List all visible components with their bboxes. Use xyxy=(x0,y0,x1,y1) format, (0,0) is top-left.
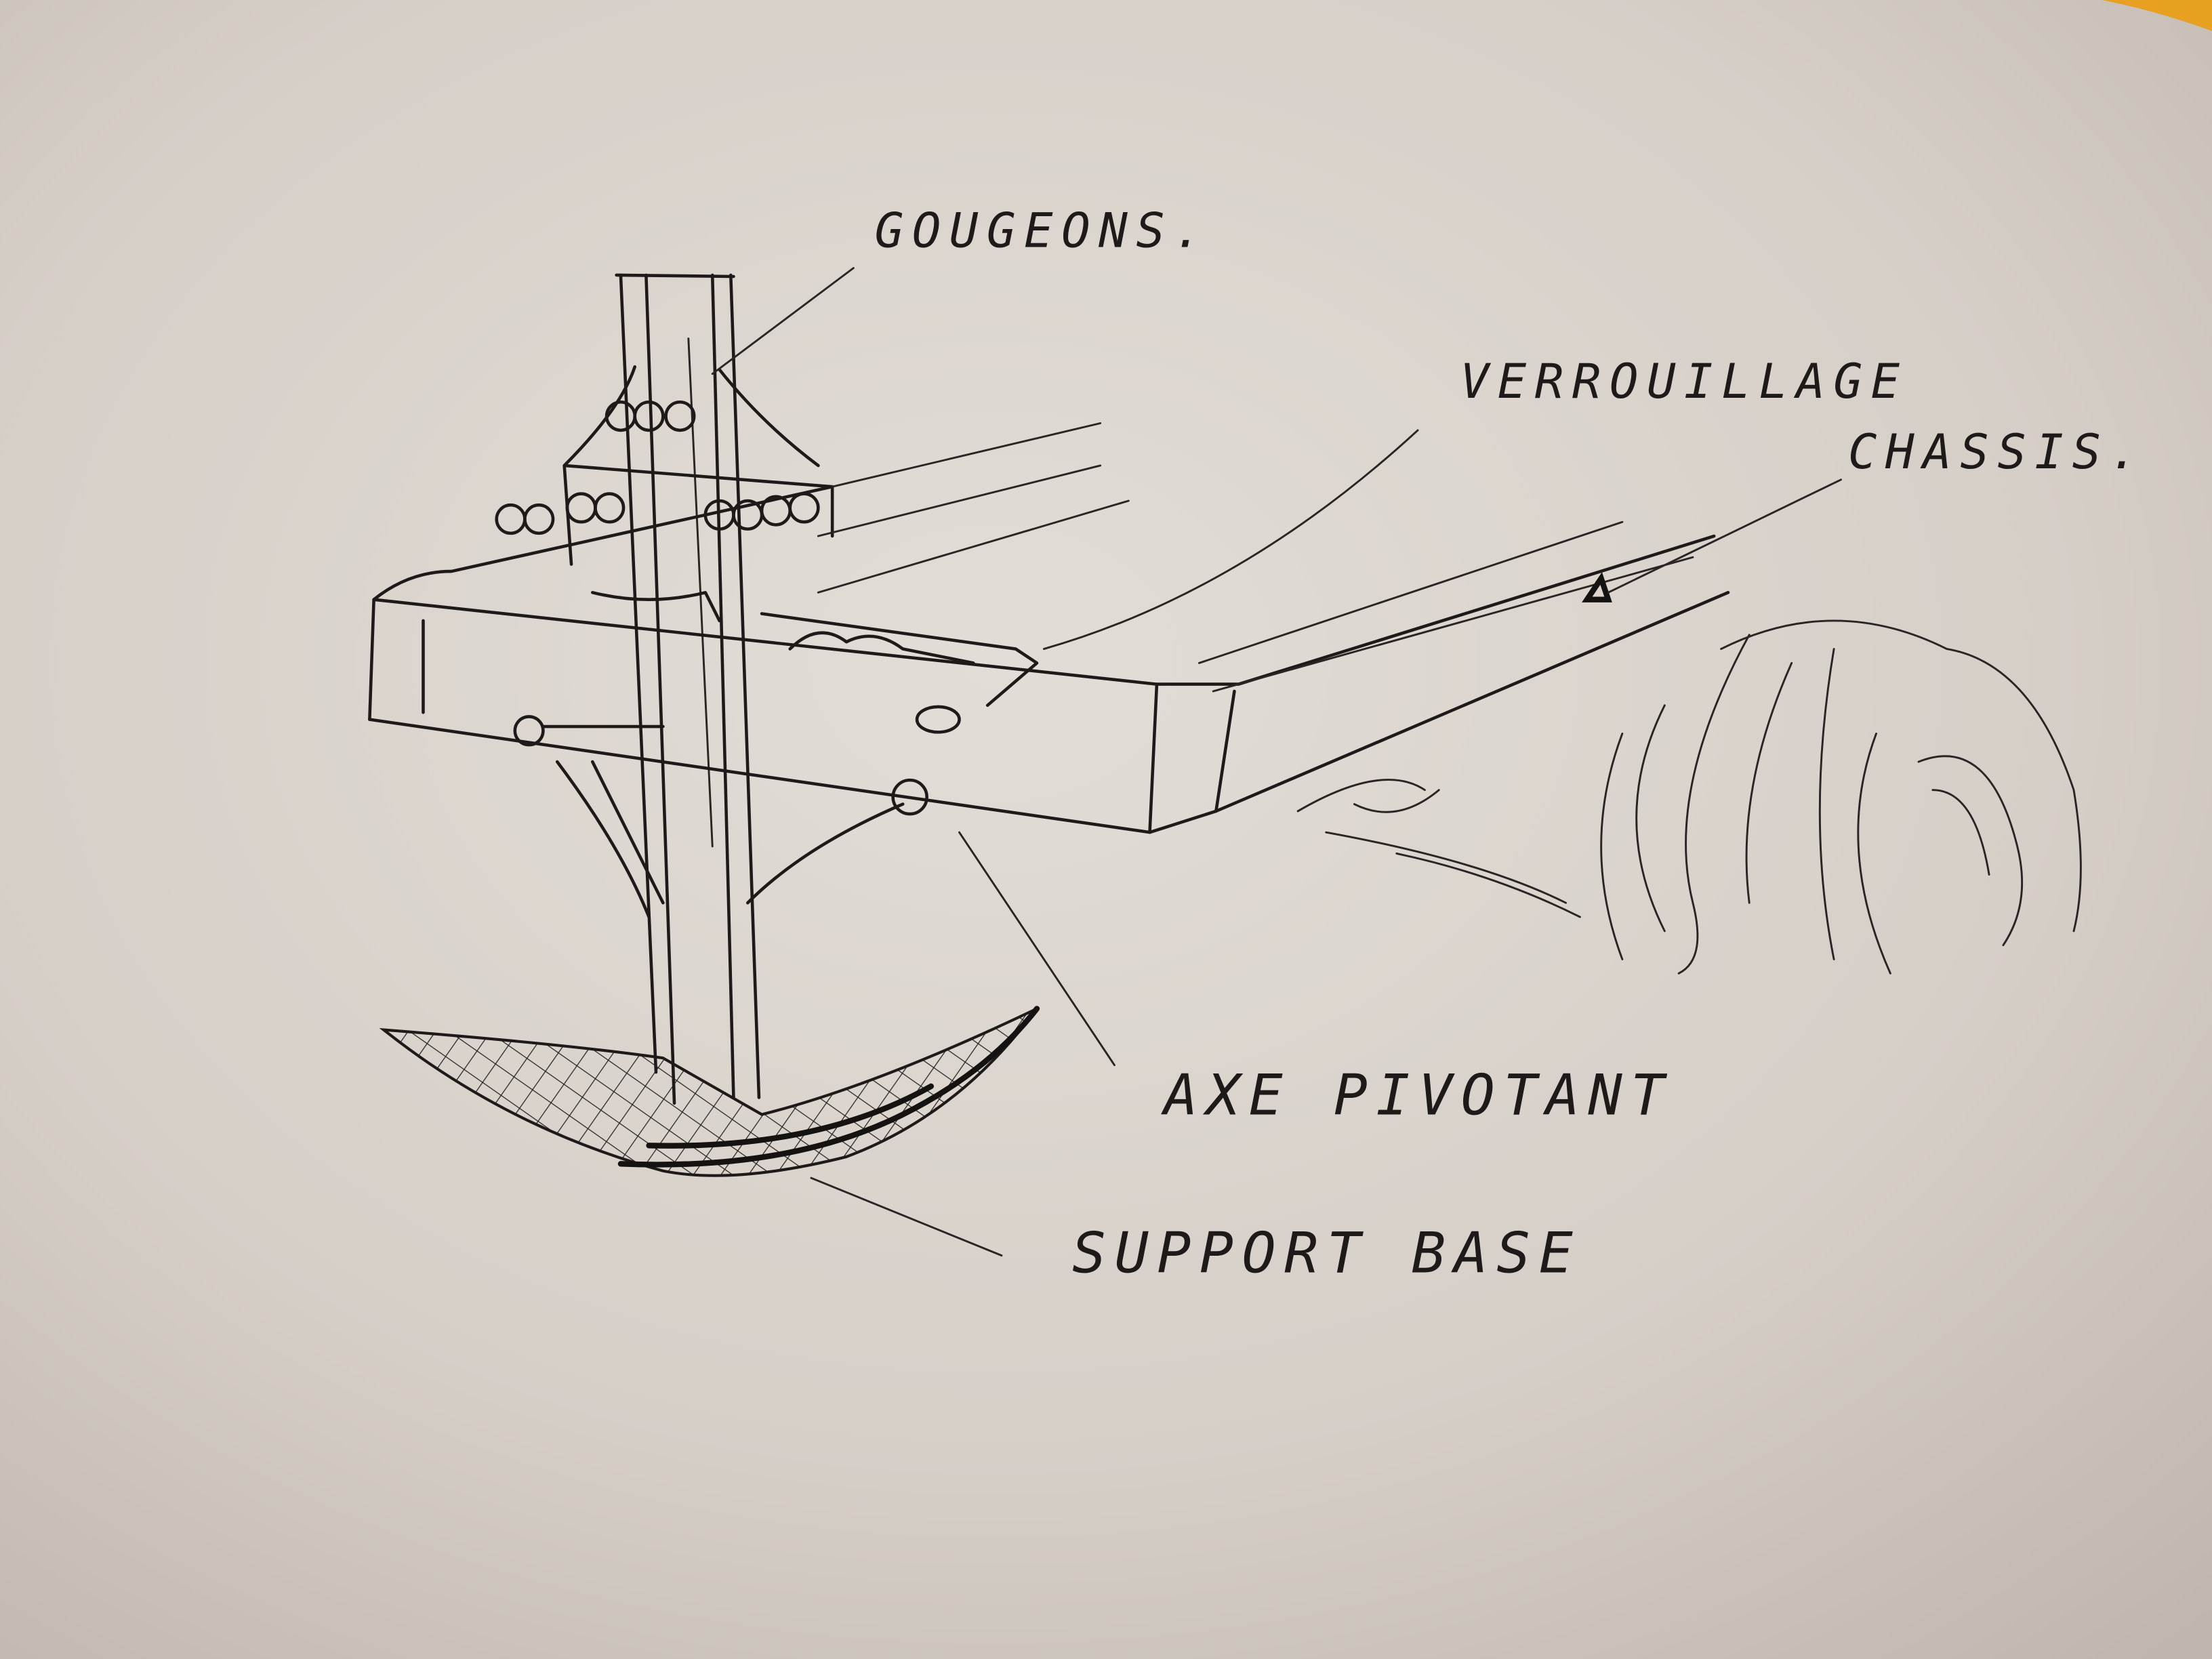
orange-corner xyxy=(2102,0,2212,31)
label-chassis: CHASSIS. xyxy=(1848,424,2147,480)
studs-left xyxy=(495,492,626,535)
studs-top xyxy=(605,400,696,432)
chassis-beam xyxy=(368,422,1730,834)
label-support-base: SUPPORT BASE xyxy=(1072,1221,1581,1286)
label-axe-pivotant: AXE PIVOTANT xyxy=(1160,1062,1673,1128)
leader-lines xyxy=(711,267,1842,1257)
label-verrouillage: VERROUILLAGE xyxy=(1460,353,1908,409)
label-gougeons: GOUGEONS. xyxy=(875,202,1211,258)
wheel-scribble xyxy=(1296,619,2082,975)
locking-latch xyxy=(760,612,1039,816)
struts xyxy=(555,760,905,919)
support-base xyxy=(379,1006,1040,1177)
stud-bracket xyxy=(495,365,834,623)
